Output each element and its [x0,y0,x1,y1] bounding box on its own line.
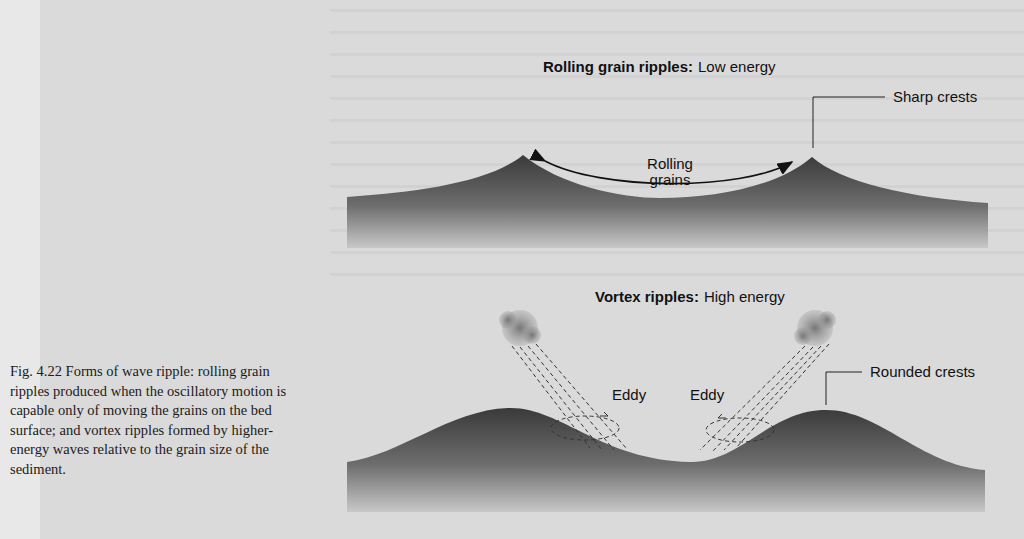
eddy-label: Eddy [612,386,646,403]
callout-label: Sharp crests [893,88,977,105]
eddy-label: Eddy [690,386,724,403]
heading: Vortex ripples: [595,288,699,305]
heading: High energy [704,288,785,305]
callout-label: Rounded crests [870,363,975,380]
figure-caption: Fig. 4.22 Forms of wave ripple: rolling … [10,362,310,479]
heading: Low energy [698,58,776,75]
process-label: Rolling grains [640,156,700,188]
heading: Rolling grain ripples: [543,58,693,75]
